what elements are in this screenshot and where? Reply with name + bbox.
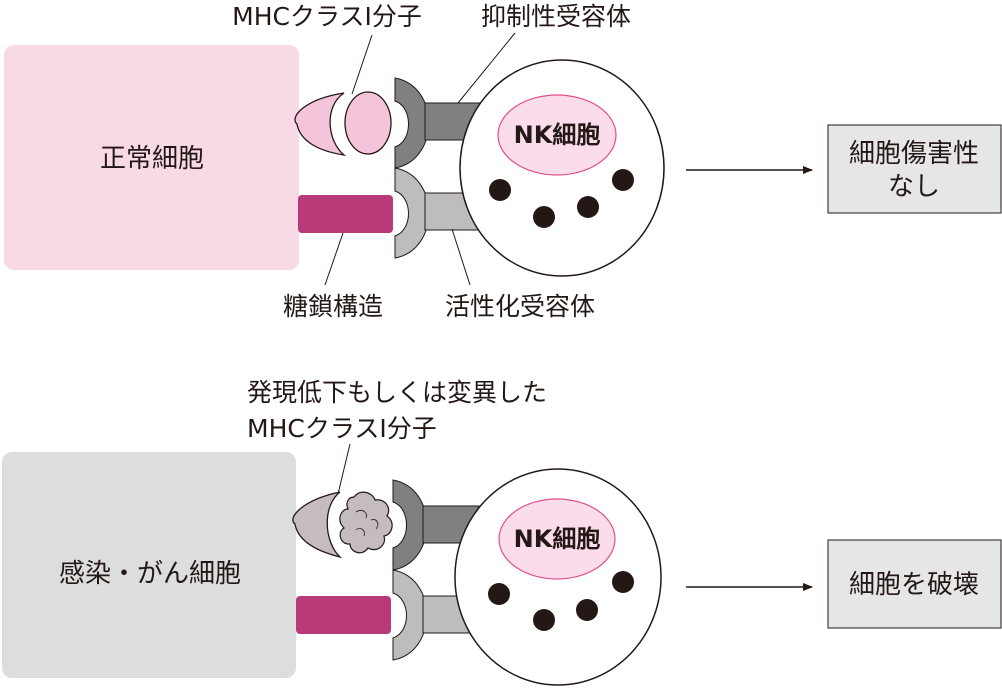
mhc-label: MHCクラスⅠ分子 xyxy=(232,2,422,31)
nk-cell-nucleus xyxy=(498,498,616,580)
normal-cell-label: 正常細胞 xyxy=(100,144,204,174)
altered-mhc-blob-texture xyxy=(355,510,379,537)
nk-cell: NK細胞 xyxy=(459,59,665,277)
nk-cell-label: NK細胞 xyxy=(514,121,601,149)
result-label: 細胞を破壊 xyxy=(849,570,979,600)
inhibitory-receptor-cup xyxy=(392,479,428,571)
mhc-class-i-molecule xyxy=(294,91,392,157)
nk-cell: NK細胞 xyxy=(454,468,662,686)
result-box xyxy=(827,124,1002,214)
cytotoxic-granule xyxy=(489,179,511,201)
cytotoxic-granule xyxy=(577,196,599,218)
activating-leader-line xyxy=(451,228,471,286)
cytotoxic-granule xyxy=(576,599,598,621)
activating-receptor-cup xyxy=(394,167,430,259)
inhibitory-label: 抑制性受容体 xyxy=(481,2,631,31)
cytotoxic-granule xyxy=(533,206,555,228)
altered-mhc-class-i-molecule xyxy=(292,491,393,559)
inhibitory-receptor-cup xyxy=(394,77,430,169)
altered-mhc-crescent xyxy=(292,491,343,559)
mhc-leader-line xyxy=(351,34,373,95)
mhc-oval xyxy=(344,91,392,155)
result-label-line1: 細胞傷害性 xyxy=(849,139,979,169)
result-box xyxy=(827,539,1002,629)
altered-mhc-blob xyxy=(339,491,393,554)
activating-label: 活性化受容体 xyxy=(445,292,595,321)
activating-receptor-cup xyxy=(392,569,428,661)
altered-mhc-leader-line xyxy=(337,443,351,495)
top-panel: 正常細胞 MHCクラスⅠ分子 糖鎖構造 抑制性受容体 活性化受容体 xyxy=(4,2,1002,321)
result-label-line2: なし xyxy=(888,172,940,202)
inhibitory-receptor xyxy=(394,77,482,169)
cytotoxic-granule xyxy=(612,169,634,191)
bottom-panel: 感染・がん細胞 発現低下もしくは変異した MHCクラスⅠ分子 NK細胞 xyxy=(2,378,1002,686)
cytotoxic-granule xyxy=(612,571,634,593)
glycan-structure xyxy=(296,596,391,634)
cytotoxic-granule xyxy=(488,583,510,605)
glycan-label: 糖鎖構造 xyxy=(283,292,383,321)
infected-cancer-cell xyxy=(2,452,296,678)
nk-cell-label: NK細胞 xyxy=(514,525,601,553)
glycan-leader-line xyxy=(324,232,344,286)
normal-cell xyxy=(4,45,299,270)
altered-mhc-label-line1: 発現低下もしくは変異した xyxy=(247,378,547,407)
nk-cell-nucleus xyxy=(497,94,617,176)
inhibitory-leader-line xyxy=(457,32,516,104)
infected-cancer-cell-label: 感染・がん細胞 xyxy=(59,559,241,589)
cytotoxic-granule xyxy=(533,609,555,631)
altered-mhc-label-line2: MHCクラスⅠ分子 xyxy=(247,414,437,443)
glycan-structure xyxy=(298,195,393,233)
mhc-crescent xyxy=(294,92,347,157)
